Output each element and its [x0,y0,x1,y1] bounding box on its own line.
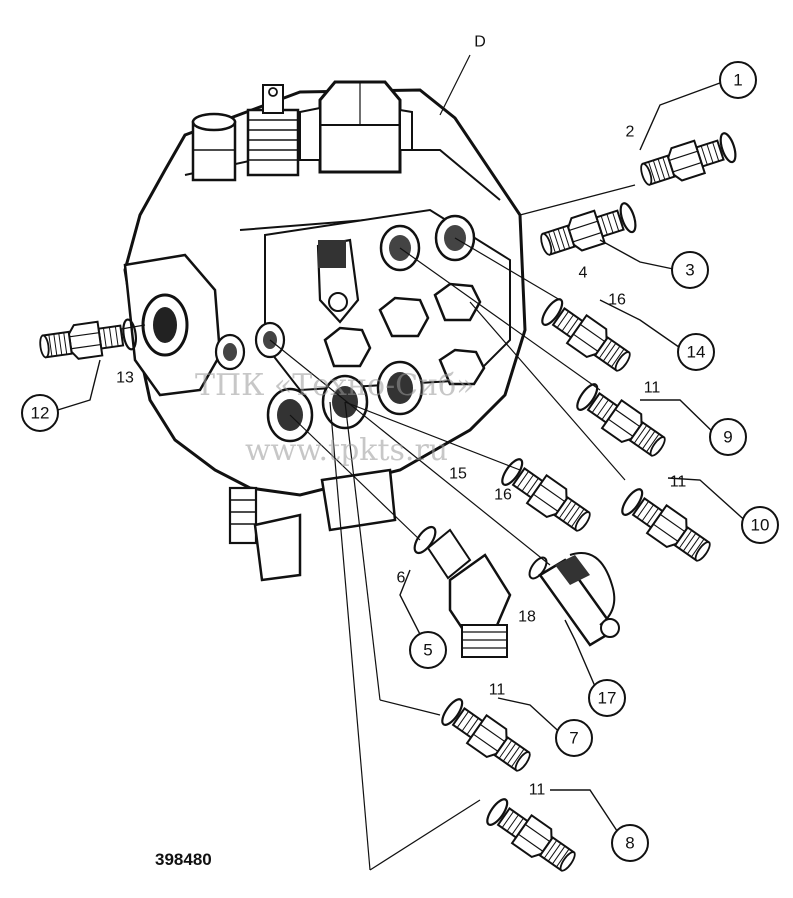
callout-7: 7 [555,719,593,757]
label-16-upper: 16 [608,292,626,309]
drawing-number: 398480 [155,850,212,869]
top-plug-left [191,112,237,182]
fitting-12 [37,315,140,365]
svg-text:17: 17 [598,689,617,708]
valve-body [123,80,527,582]
lever-tab [316,238,360,324]
leader-lines [114,54,636,871]
callout-9: 9 [709,418,747,456]
svg-text:1: 1 [733,71,742,90]
watermark-url: www.tpkts.ru [245,433,448,468]
top-plug-large [299,80,413,174]
assembly-label: D [474,34,486,51]
svg-text:12: 12 [31,404,50,423]
svg-text:14: 14 [687,343,706,362]
label-2: 2 [626,124,635,141]
fitting-8 [481,793,582,879]
label-11-upper: 11 [644,380,661,397]
watermark-company: ТПК «Техно-Сиб» [195,368,475,403]
plugs-middle [323,282,486,386]
elbow-fitting-5 [413,525,512,658]
callout-1: 1 [719,61,757,99]
svg-text:7: 7 [569,729,578,748]
label-4: 4 [579,265,588,282]
svg-text:5: 5 [423,641,432,660]
callout-8: 8 [611,824,649,862]
svg-text:9: 9 [723,428,732,447]
callouts [47,79,751,844]
svg-text:10: 10 [751,516,770,535]
svg-text:8: 8 [625,834,634,853]
label-16-lower: 16 [494,487,512,504]
label-15: 15 [449,466,467,483]
label-11-bottom: 11 [529,782,546,799]
label-18: 18 [518,609,536,626]
callout-12: 12 [21,394,59,432]
fitting-7 [436,693,537,779]
label-11-right: 11 [670,474,687,491]
label-6: 6 [397,570,406,587]
callout-14: 14 [677,333,715,371]
label-13: 13 [116,370,134,387]
fitting-1 [636,128,741,193]
svg-text:3: 3 [685,261,694,280]
label-11-lower: 11 [489,682,506,699]
callout-3: 3 [671,251,709,289]
callout-17: 17 [588,679,626,717]
relief-valve-spring [246,84,300,177]
fitting-10 [616,483,717,569]
quick-coupler-17 [528,552,620,647]
callout-5: 5 [409,631,447,669]
callout-10: 10 [741,506,779,544]
